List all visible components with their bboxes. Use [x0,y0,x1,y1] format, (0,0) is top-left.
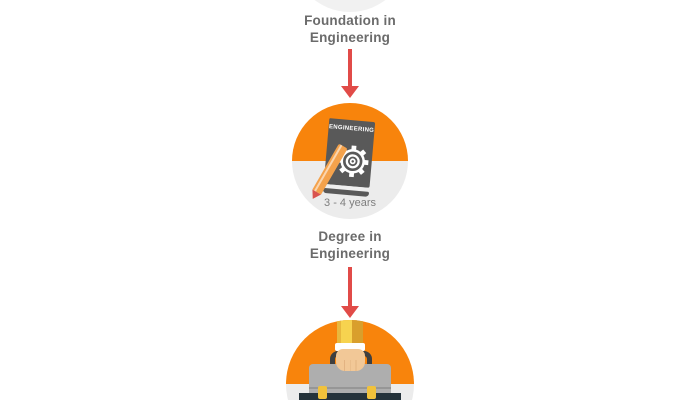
arrow-shaft [348,49,352,86]
duration-badge: 3 - 4 years [324,197,376,209]
briefcase-clasp-left [318,386,327,399]
hand-icon [336,349,365,371]
step-label-degree-line2: Engineering [309,246,391,261]
previous-step-circle-arc [292,0,408,12]
arrow-down-icon [340,267,360,318]
book-cover: ENGINEERING [323,118,376,188]
degree-step-circle: ENGINEERING [292,103,408,219]
arrow-shaft [348,267,352,306]
briefcase-clasp-right [367,386,376,399]
gear-icon [336,145,369,178]
arrow-down-icon [340,49,360,98]
career-step-circle [286,320,414,400]
shirt-cuff-icon [335,343,365,351]
sleeve-icon [337,320,363,344]
arrow-head [341,86,359,98]
step-label-degree: Degree in Engineering [250,228,450,262]
step-label-foundation-line2: Engineering [309,30,391,45]
step-label-foundation-line1: Foundation in [304,13,396,28]
step-label-foundation: Foundation in Engineering [250,12,450,46]
step-label-degree-line1: Degree in [318,229,382,244]
briefcase-seam [309,387,391,389]
arrow-head [341,306,359,318]
book-title: ENGINEERING [328,124,375,135]
briefcase-base [299,393,401,400]
book-icon: ENGINEERING [322,118,376,198]
hand-fingers [339,360,362,371]
